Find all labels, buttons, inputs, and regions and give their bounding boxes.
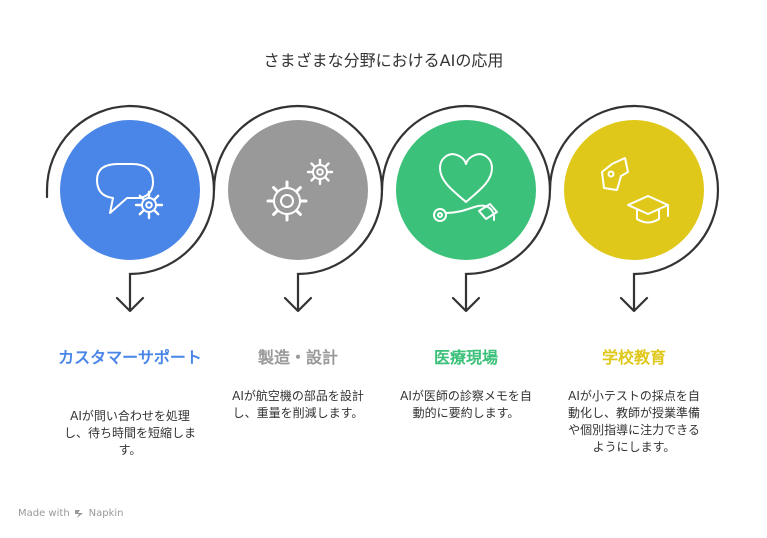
step-3-description: AIが医師の診察メモを自動的に要約します。 [400,389,532,420]
step-3-circle [396,120,536,260]
step-1-description: AIが問い合わせを処理し、待ち時間を短縮します。 [63,409,196,457]
step-3-arc [380,104,468,192]
step-1-arc-tail [128,104,216,312]
gears-icon [266,158,334,222]
step-1-title: カスタマーサポート [58,348,202,367]
heart-stethoscope-icon [433,153,498,222]
step-4-arc [548,104,636,192]
step-4 [548,104,720,313]
step-3 [380,104,552,313]
napkin-logo-icon [74,510,83,518]
step-4-arc-tail [632,104,720,312]
footer: Made with Napkin [18,508,124,519]
step-3-arc-tail [464,104,552,312]
step-4-circle [564,120,704,260]
step-1-arc [45,104,132,199]
step-2-arrow-icon [283,296,313,313]
step-1-arrow-icon [115,296,145,313]
step-1-circle [60,120,200,260]
step-2 [212,104,384,313]
step-3-title: 医療現場 [433,348,498,367]
made-with-label: Made with [18,508,70,519]
step-4-title: 学校教育 [601,348,666,367]
step-2-arc-tail [296,104,384,312]
step-4-description: AIが小テストの採点を自動化し、教師が授業準備や個別指導に注力できるようにします… [567,389,700,454]
page-title: さまざまな分野におけるAIの応用 [263,51,504,70]
step-2-arc [212,104,300,192]
step-4-arrow-icon [619,296,649,313]
step-1 [45,104,216,313]
graduation-cap-icon [601,157,669,224]
napkin-brand-label: Napkin [88,508,124,519]
step-2-title: 製造・設計 [257,348,338,367]
step-3-arrow-icon [451,296,481,313]
step-2-description: AIが航空機の部品を設計し、重量を削減します。 [232,389,364,420]
chat-gear-icon [96,163,164,220]
